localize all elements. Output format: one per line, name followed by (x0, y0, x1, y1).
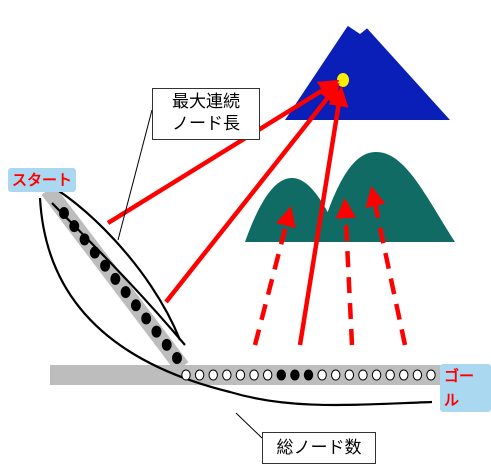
arrow-solid-3 (297, 86, 349, 346)
node-empty (262, 369, 273, 381)
node-empty (249, 369, 259, 381)
node-empty (344, 369, 355, 381)
diagonal-node (59, 207, 69, 219)
node-empty (358, 369, 368, 381)
diagonal-node (120, 286, 131, 299)
diagonal-node (79, 233, 90, 246)
arrow-dashed-3 (365, 186, 408, 346)
node-empty (235, 369, 246, 381)
diagonal-node (172, 352, 182, 364)
diagonal-node-track (59, 207, 182, 364)
total-node-count-label: 総ノード数 (262, 432, 376, 464)
arrow-dashed-1 (252, 206, 296, 346)
node-empty (412, 369, 423, 381)
node-empty (331, 369, 341, 381)
horizontal-node-track (181, 369, 436, 381)
node-empty (222, 369, 232, 381)
summit-marker-icon (337, 73, 349, 87)
total-node-count-text: 総ノード数 (276, 438, 362, 458)
max-consecutive-line2: ノード長 (172, 114, 240, 134)
node-empty (426, 369, 436, 381)
diagonal-node (130, 299, 141, 312)
node-empty (385, 369, 395, 381)
node-empty (208, 369, 218, 381)
max-consecutive-line1: 最大連続 (172, 92, 240, 112)
start-badge: スタート (8, 168, 77, 192)
node-empty (194, 369, 205, 381)
diagonal-node (161, 338, 172, 351)
arrow-dashed-2 (335, 197, 356, 346)
diagonal-node (100, 259, 111, 272)
diagonal-node (89, 246, 100, 259)
arrow-solid-2 (164, 82, 340, 304)
arrows (106, 79, 408, 346)
max-consecutive-node-length-label: 最大連続 ノード長 (152, 88, 260, 140)
diagonal-node (110, 272, 121, 285)
node-empty (371, 369, 382, 381)
node-empty (399, 369, 409, 381)
leader-lines (117, 109, 263, 439)
arrow-solid-1 (106, 79, 340, 225)
diagonal-node (141, 312, 152, 325)
node-filled (303, 369, 314, 381)
diagonal-node (69, 220, 80, 233)
node-empty (317, 369, 327, 381)
diagonal-node (151, 325, 162, 338)
node-filled (290, 369, 300, 381)
snow-capped-mountain-icon (285, 15, 450, 120)
node-filled (276, 369, 286, 381)
goal-badge: ゴール (440, 364, 491, 412)
node-empty (181, 369, 191, 381)
